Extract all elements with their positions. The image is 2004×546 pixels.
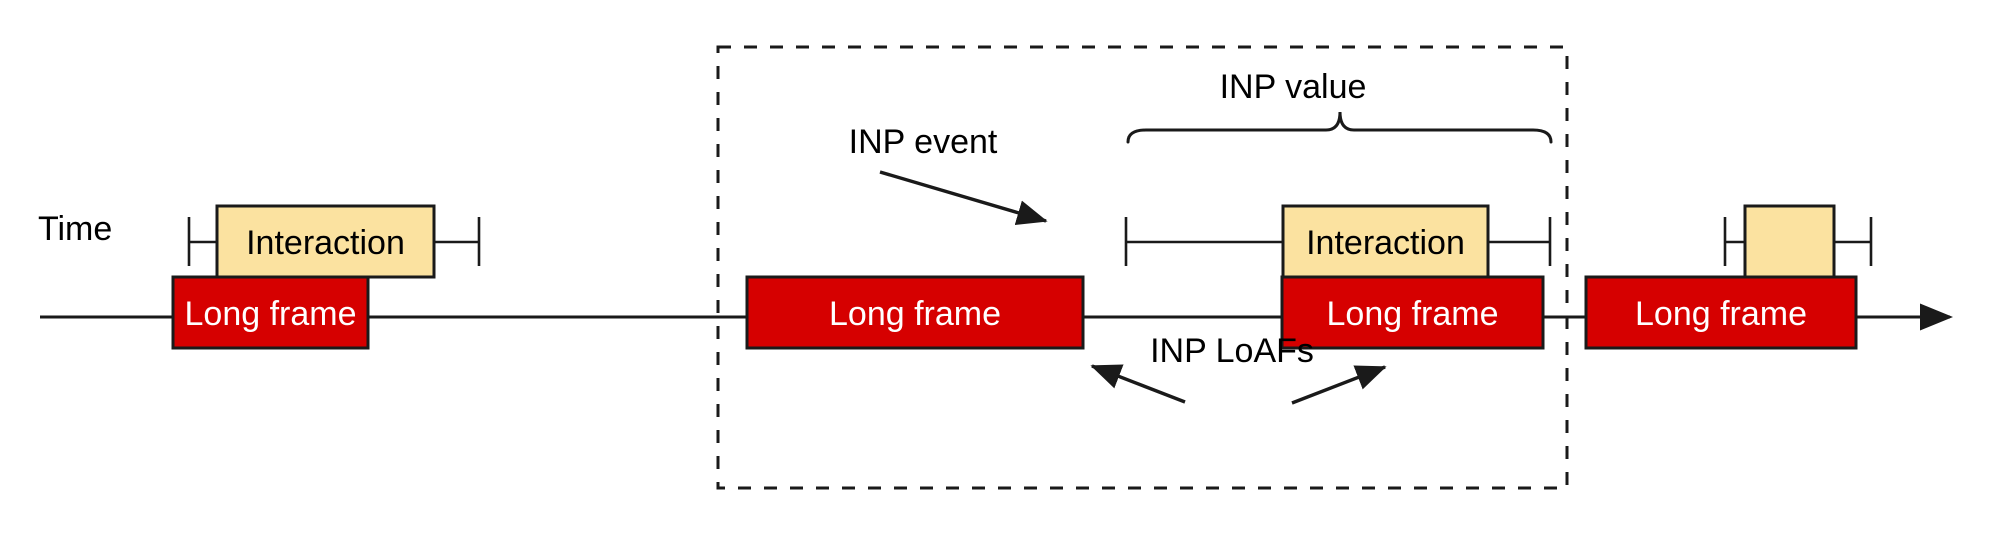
long-frame-box-2 (745, 275, 1085, 350)
interaction-1-ticks (187, 217, 481, 266)
inp-loafs-arrow-right (1291, 365, 1387, 405)
inp-loafs-label: INP LoAFs (1150, 332, 1314, 370)
inp-value-label: INP value (1220, 68, 1367, 106)
inp-event-arrow (879, 170, 1048, 226)
interaction-label-1: Interaction (246, 224, 405, 262)
timeline-group-2: Long frame (745, 275, 1085, 350)
timeline-group-4: Long frame (1584, 204, 1873, 350)
timeline-group-3: Interaction Long frame (1124, 204, 1552, 350)
long-frame-box-1 (171, 275, 370, 350)
inp-loafs-annotation: INP LoAFs (1090, 332, 1387, 405)
interaction-label-2: Interaction (1306, 224, 1465, 262)
long-frame-box-4 (1584, 275, 1858, 350)
timeline-group-1: Interaction Long frame (171, 204, 481, 350)
long-frame-label-1: Long frame (185, 295, 357, 333)
long-frame-label-4: Long frame (1635, 295, 1807, 333)
interaction-2-ticks (1124, 217, 1552, 266)
inp-loafs-arrow-left (1090, 364, 1186, 404)
interaction-box-2 (1281, 204, 1490, 279)
inp-event-annotation: INP event (849, 123, 1048, 226)
inp-dashed-region (716, 45, 1569, 490)
long-frame-label-2: Long frame (829, 295, 1001, 333)
long-frame-label-3: Long frame (1327, 295, 1499, 333)
interaction-box-3 (1743, 204, 1836, 279)
time-axis-label: Time (38, 210, 112, 248)
inp-value-brace (1126, 111, 1553, 144)
interaction-3-ticks (1723, 217, 1873, 266)
inp-event-label: INP event (849, 123, 998, 161)
inp-value-annotation: INP value (1126, 68, 1553, 144)
long-frame-box-3 (1280, 275, 1545, 350)
